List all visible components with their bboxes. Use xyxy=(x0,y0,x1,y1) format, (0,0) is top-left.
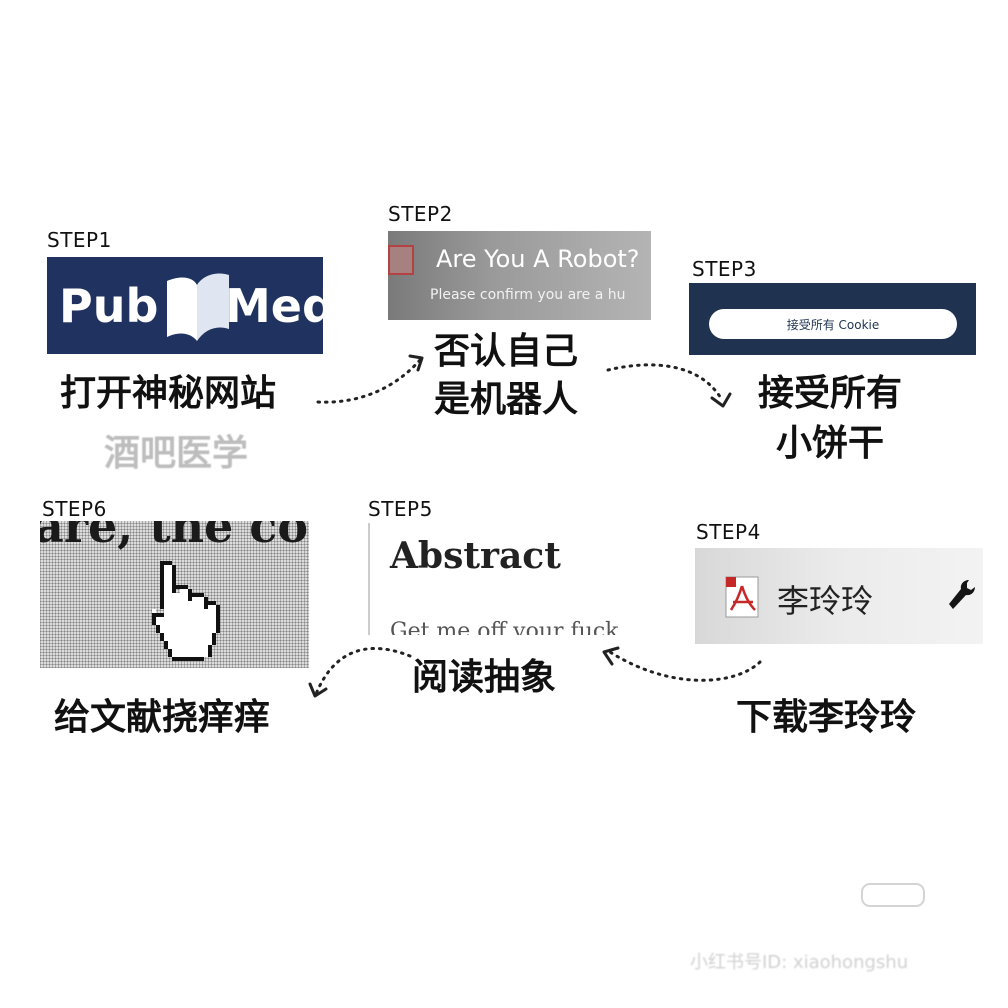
robot-check-panel: Are You A Robot? Please confirm you are … xyxy=(388,231,651,320)
step3-label: STEP3 xyxy=(692,257,757,281)
step4-caption: 下载李玲玲 xyxy=(736,697,917,738)
pubmed-book-icon xyxy=(167,273,229,341)
arrow-icon xyxy=(602,646,620,666)
arrow-icon xyxy=(308,682,328,698)
pubmed-word-med: Med xyxy=(225,279,323,333)
step1-caption: 打开神秘网站 xyxy=(60,373,277,414)
watermark-text: 小红书号ID: xiaohongshu xyxy=(690,952,909,973)
arrow-step2-to-step3 xyxy=(606,363,724,402)
arrow-step5-to-step6 xyxy=(314,647,412,696)
abstract-heading: Abstract xyxy=(390,535,561,577)
pdf-file-name[interactable]: 李玲玲 xyxy=(777,582,874,620)
robot-checkbox[interactable] xyxy=(388,245,414,275)
step3-caption-line2: 小饼干 xyxy=(775,423,884,464)
accept-cookies-button[interactable]: 接受所有 Cookie xyxy=(709,309,957,339)
step5-label: STEP5 xyxy=(368,497,433,521)
arrow-icon xyxy=(408,354,424,372)
pixel-hand-panel: are, the con xyxy=(40,521,309,668)
pubmed-logo-panel: Pub Med ® xyxy=(47,257,323,354)
arrow-step1-to-step2 xyxy=(316,358,422,404)
wrench-icon xyxy=(949,580,975,609)
arrow-step4-to-step5 xyxy=(608,650,762,682)
robot-subtitle: Please confirm you are a hu xyxy=(430,287,626,303)
robot-title: Are You A Robot? xyxy=(436,245,640,273)
step4-label: STEP4 xyxy=(696,520,761,544)
pdf-file-panel: 李玲玲 xyxy=(695,548,983,644)
step2-caption-line2: 是机器人 xyxy=(434,379,579,420)
abstract-panel: Abstract Get me off your fuck xyxy=(368,523,638,635)
watermark-logo xyxy=(861,883,925,907)
pubmed-word-pub: Pub xyxy=(59,279,159,333)
cookie-banner-panel: 接受所有 Cookie xyxy=(689,283,976,355)
step2-caption-line1: 否认自己 xyxy=(434,331,579,372)
step6-label: STEP6 xyxy=(42,497,107,521)
abstract-subtext: Get me off your fuck xyxy=(390,619,619,635)
step2-label: STEP2 xyxy=(388,202,453,226)
step1-label: STEP1 xyxy=(47,228,112,252)
step3-caption-line1: 接受所有 xyxy=(757,373,902,414)
pointing-hand-icon xyxy=(152,561,220,661)
arrow-icon xyxy=(710,392,732,408)
step1-ghost-text: 酒吧医学 xyxy=(104,433,249,474)
step5-caption: 阅读抽象 xyxy=(412,657,557,698)
pdf-file-icon xyxy=(725,576,759,618)
step6-caption: 给文献挠痒痒 xyxy=(54,697,271,738)
hand-background-text: are, the con xyxy=(40,521,309,553)
